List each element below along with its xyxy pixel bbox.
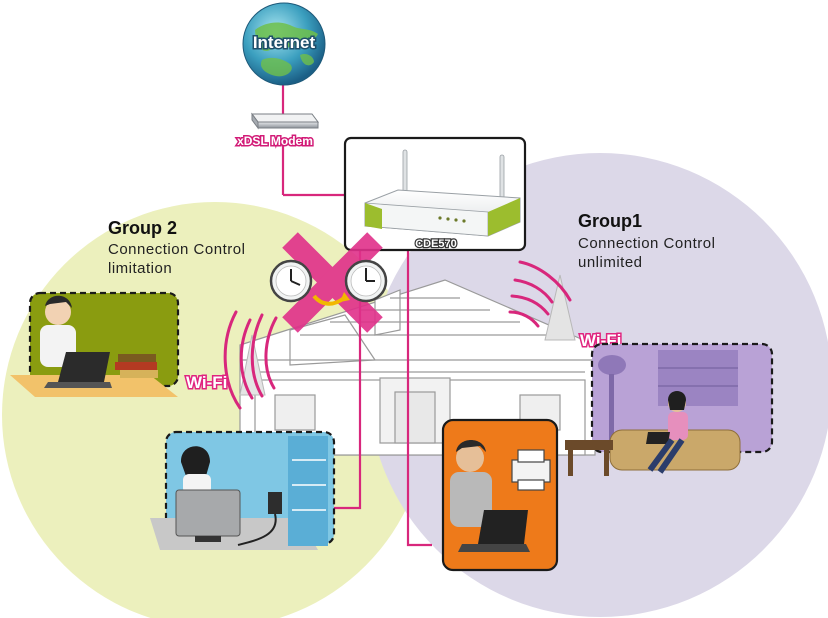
group2-line2: limitation bbox=[108, 260, 172, 277]
group2-line1: Connection Control bbox=[108, 241, 245, 258]
group2-title: Group 2 bbox=[108, 218, 177, 238]
group2-wifi-label: Wi-Fi bbox=[186, 373, 227, 392]
user-scene-laptop bbox=[10, 293, 178, 397]
group1-line2: unlimited bbox=[578, 254, 643, 271]
router-label: CDE570 bbox=[415, 238, 457, 250]
user-scene-printer bbox=[443, 420, 557, 570]
printer-icon bbox=[512, 450, 550, 490]
group1-line1: Connection Control bbox=[578, 235, 715, 252]
desktop-icon bbox=[176, 490, 240, 542]
user-scene-desktop bbox=[150, 432, 334, 550]
group1-title: Group1 bbox=[578, 211, 642, 231]
clock-icon bbox=[346, 261, 386, 301]
modem-label: xDSL Modem bbox=[237, 134, 313, 148]
clock-icon bbox=[271, 261, 311, 301]
modem-icon bbox=[252, 114, 318, 128]
internet-label: Internet bbox=[253, 33, 316, 52]
